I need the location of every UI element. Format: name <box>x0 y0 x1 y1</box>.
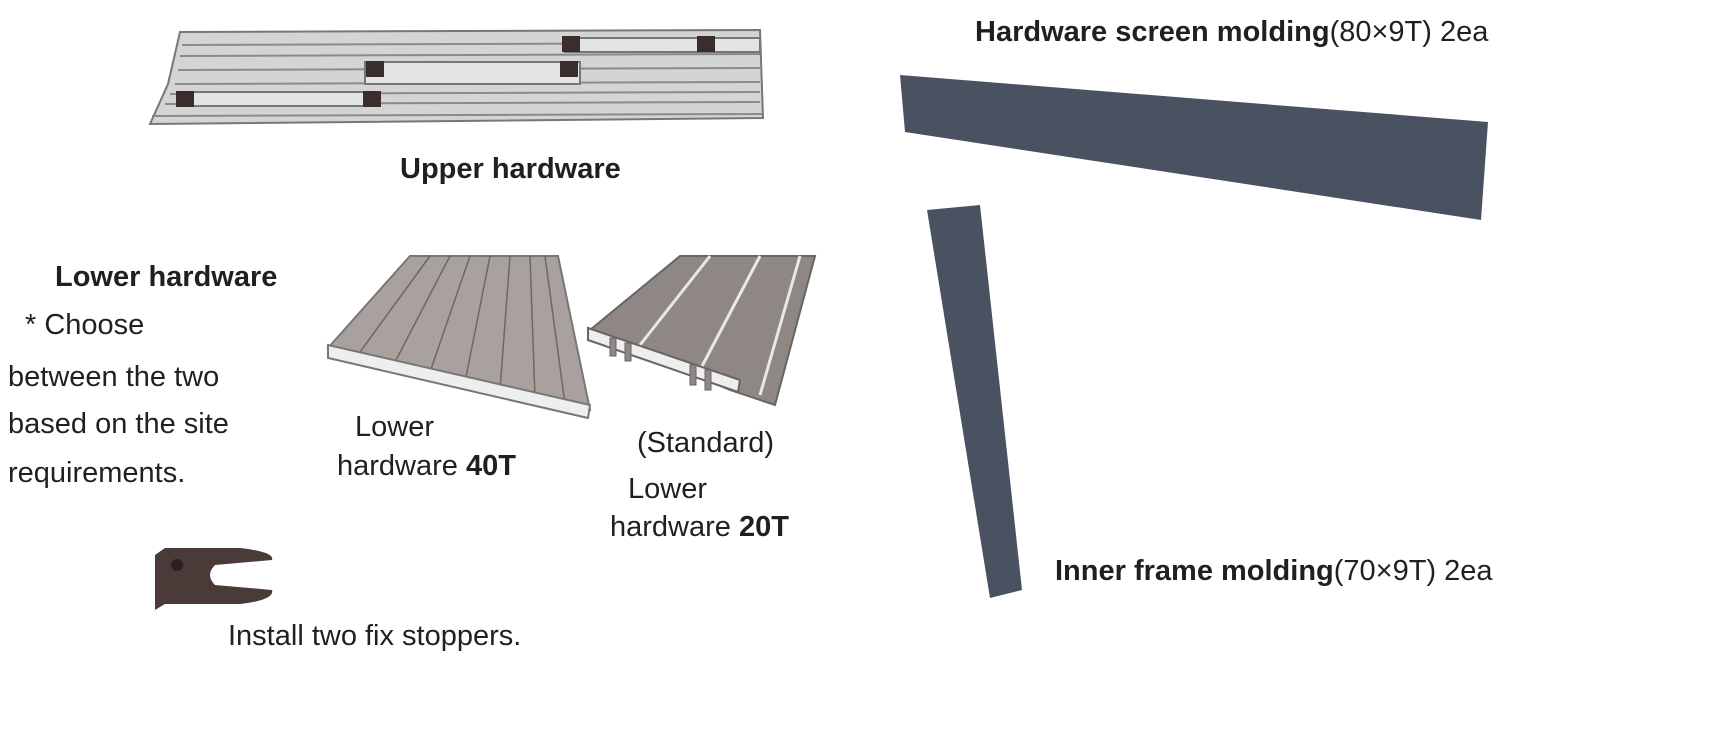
lower-40t-label-line1: Lower <box>355 411 434 443</box>
lower-20t-label-line2: hardware 20T <box>610 513 789 542</box>
lower-40t-size: 40T <box>465 450 516 482</box>
upper-hardware-illustration <box>148 28 765 126</box>
hardware-screen-molding-illustration <box>900 75 1488 220</box>
lower-20t-prefix: hardware <box>610 511 739 543</box>
upper-hardware-label: Upper hardware <box>400 153 621 185</box>
lower-hardware-title: Lower hardware <box>55 261 278 293</box>
lower-hardware-40t-illustration <box>326 255 592 420</box>
fix-stopper-illustration <box>155 548 273 610</box>
inner-molding-spec: (70×9T) 2ea <box>1333 555 1493 587</box>
lower-40t-prefix: hardware <box>337 450 466 482</box>
lower-note-line: * Choose <box>25 309 145 341</box>
inner-frame-molding-illustration <box>927 205 1022 598</box>
stopper-label: Install two fix stoppers. <box>228 620 522 652</box>
inner-molding-caption: Inner frame molding(70×9T) 2ea <box>1055 557 1493 586</box>
screen-molding-name: Hardware screen molding <box>975 16 1330 48</box>
lower-note-line: requirements. <box>8 457 186 489</box>
lower-note-line: between the two <box>8 361 220 393</box>
screen-molding-spec: (80×9T) 2ea <box>1329 16 1489 48</box>
lower-20t-standard: (Standard) <box>637 427 775 459</box>
lower-note-line: based on the site <box>8 408 229 440</box>
inner-molding-name: Inner frame molding <box>1055 555 1334 587</box>
lower-40t-label-line2: hardware 40T <box>337 452 516 481</box>
screen-molding-caption: Hardware screen molding(80×9T) 2ea <box>975 18 1488 47</box>
lower-hardware-20t-illustration <box>587 255 817 407</box>
lower-20t-size: 20T <box>738 511 789 543</box>
lower-20t-label-line1: Lower <box>628 473 707 505</box>
